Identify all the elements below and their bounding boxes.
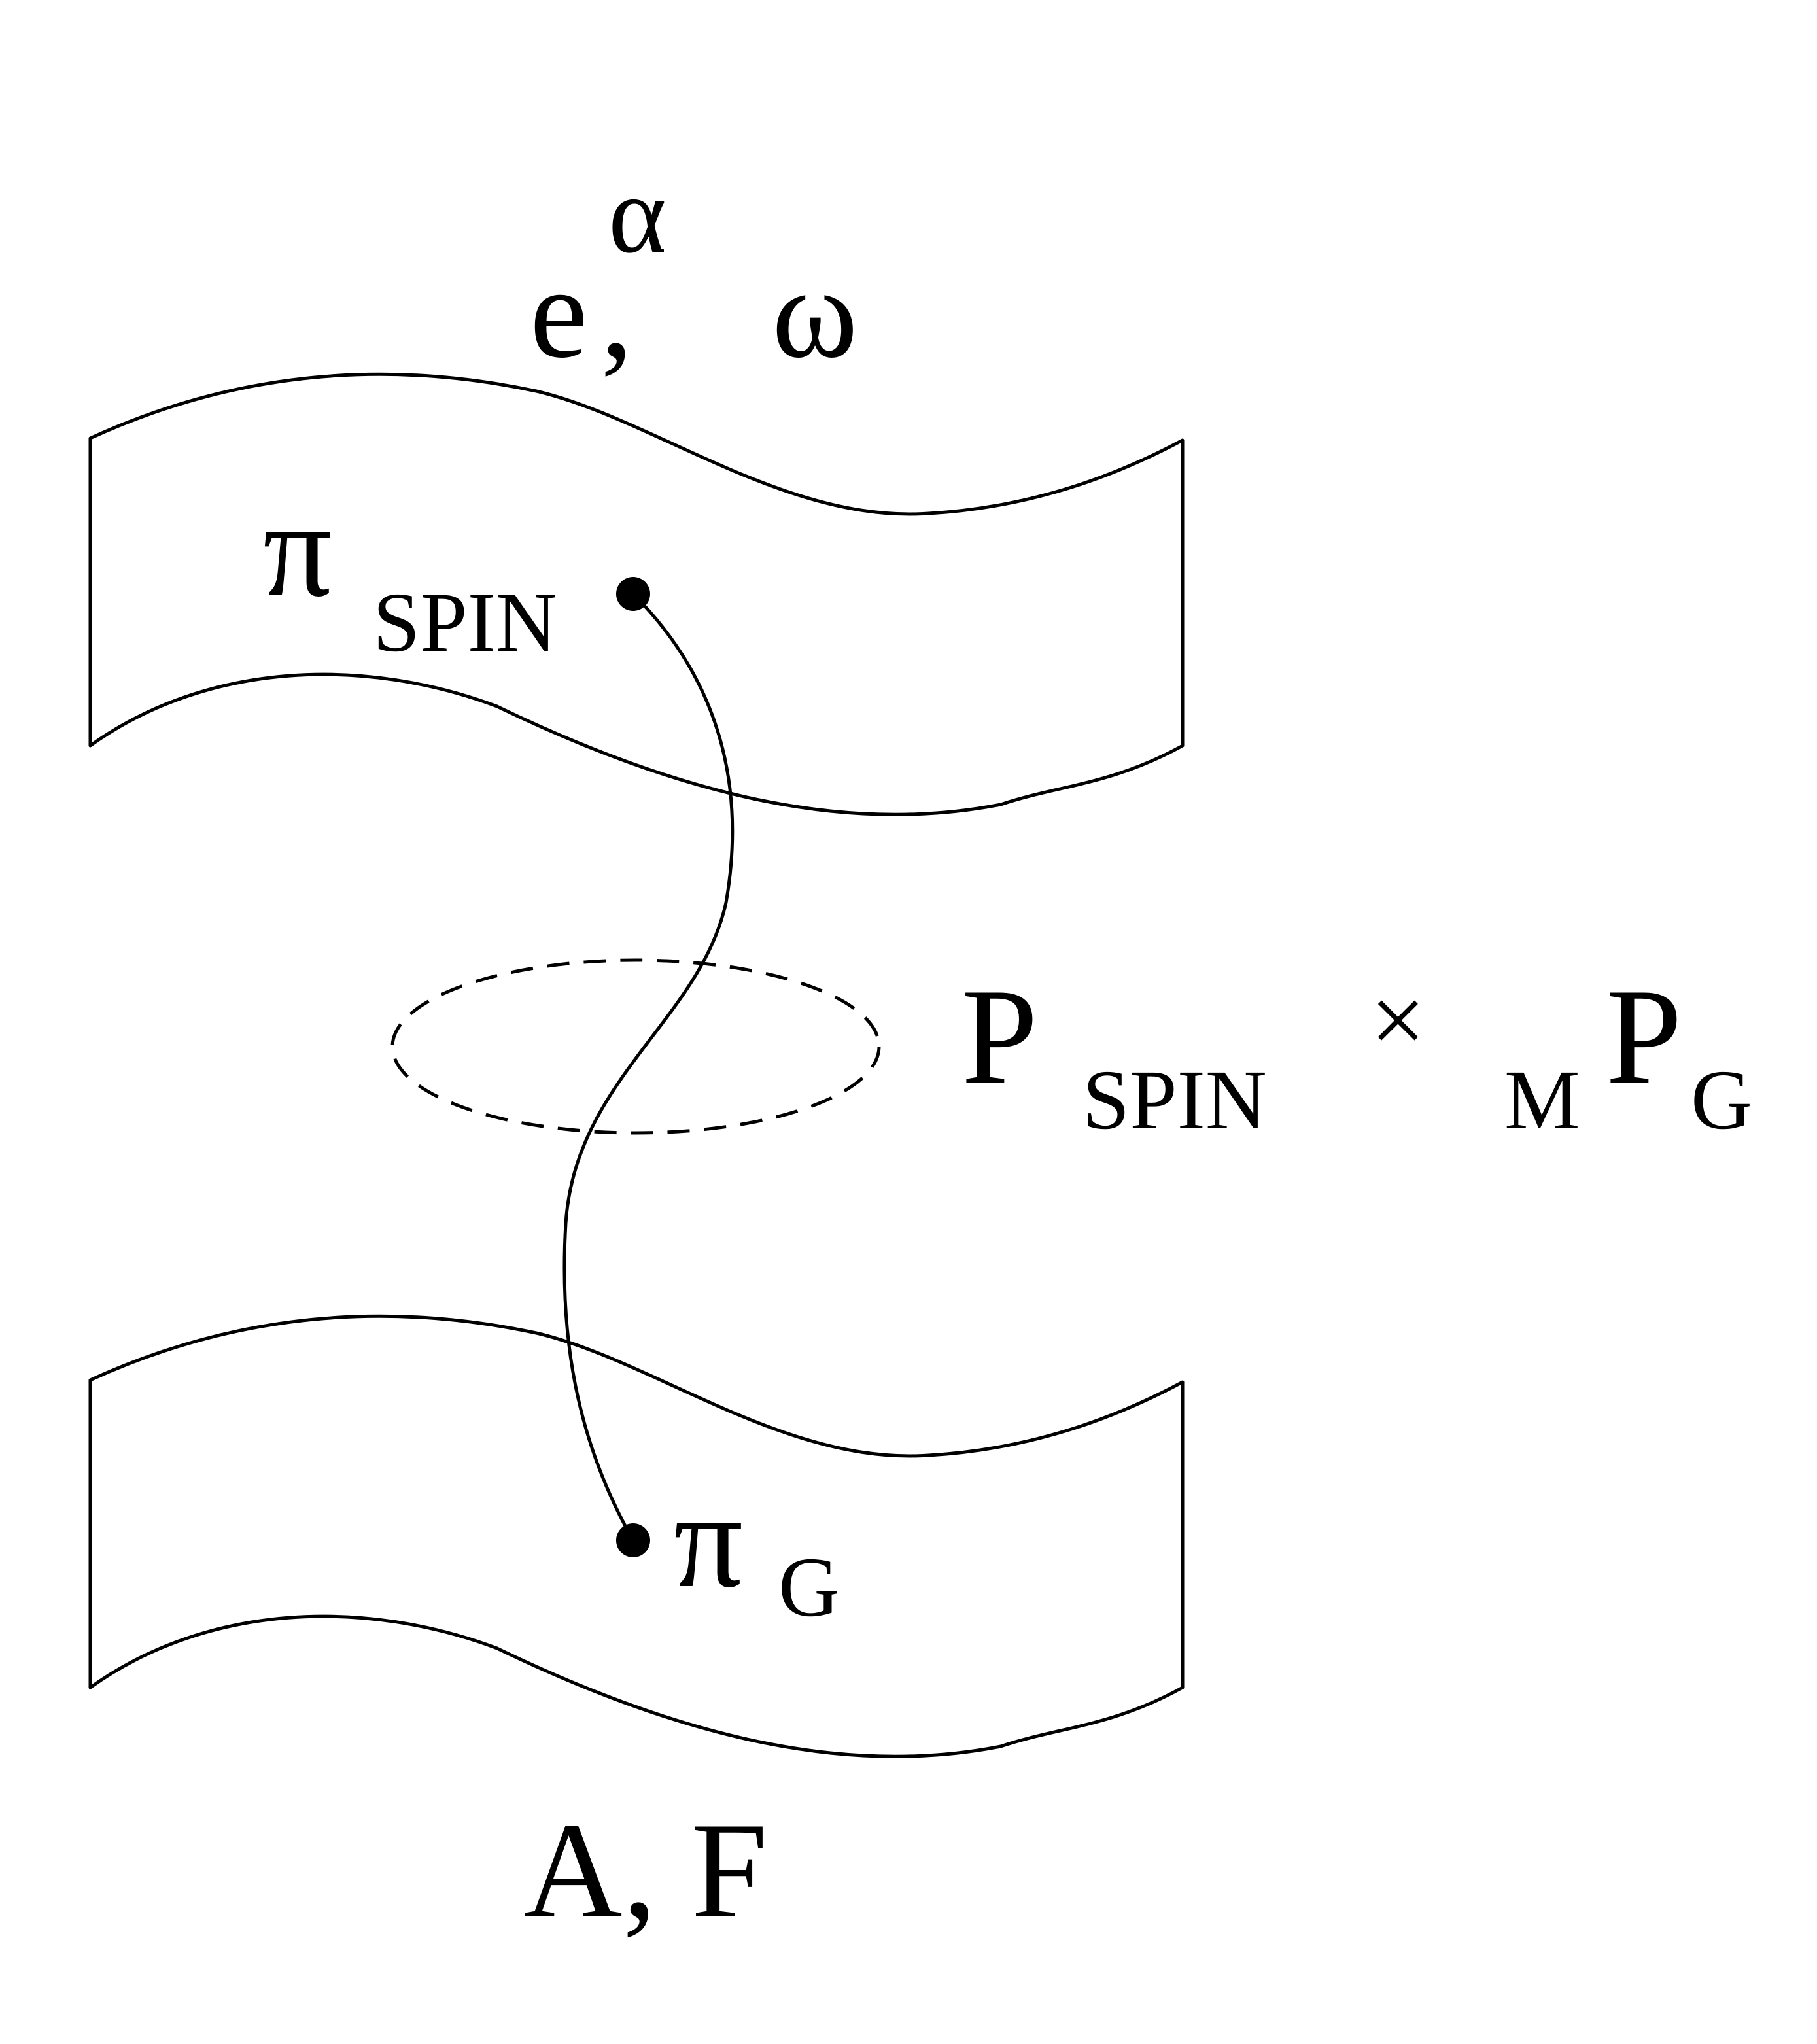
dashed-loop [390, 958, 881, 1135]
label-a-f: A, F [523, 1795, 767, 1947]
label-m-subscript: M [1504, 1053, 1580, 1147]
point-spin-dot [616, 577, 650, 611]
section-curve [562, 593, 735, 1542]
label-p-spin-subscript: SPIN [1082, 1053, 1267, 1147]
label-times: × [1370, 966, 1426, 1075]
label-p-g: P [1606, 961, 1682, 1113]
point-g-dot [616, 1523, 650, 1557]
label-e-superscript-alpha: α [608, 153, 666, 276]
label-pi-spin: π [263, 474, 332, 625]
label-p-g-subscript: G [1691, 1053, 1752, 1147]
label-pi-g-subscript: G [778, 1540, 840, 1635]
top-fiber-sheet [88, 372, 1185, 816]
label-pi-g: π [674, 1464, 743, 1616]
label-e: e [530, 241, 588, 385]
bottom-fiber-sheet [88, 1314, 1185, 1758]
label-pi-spin-subscript: SPIN [373, 576, 557, 670]
label-omega: ω [772, 241, 858, 385]
label-comma: , [600, 241, 633, 385]
label-p-spin: P [961, 961, 1038, 1113]
